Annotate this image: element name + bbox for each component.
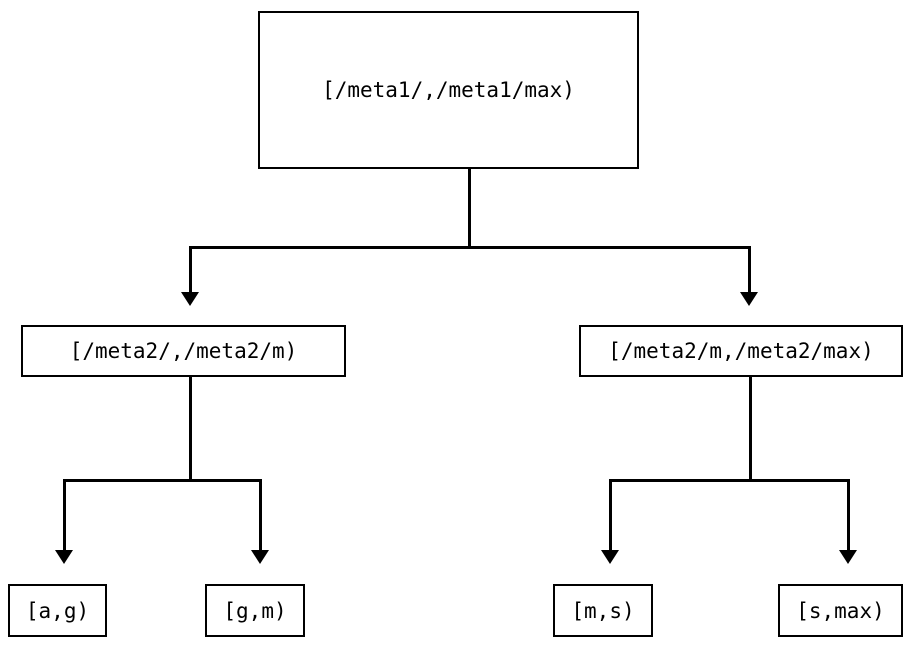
edge-root-to-mid-left-drop xyxy=(189,246,192,294)
edge-mid-left-bus xyxy=(63,479,261,482)
arrowhead-mid-right-to-ms xyxy=(601,550,619,564)
node-meta2-upper-label: [/meta2/m,/meta2/max) xyxy=(608,339,874,363)
arrowhead-mid-left-to-ag xyxy=(55,550,73,564)
node-leaf-m-s-label: [m,s) xyxy=(571,598,635,623)
node-meta2-lower[interactable]: [/meta2/,/meta2/m) xyxy=(21,325,346,377)
node-leaf-s-max-label: [s,max) xyxy=(796,598,885,623)
edge-mid-left-to-gm-drop xyxy=(259,479,262,552)
edge-mid-left-to-ag-drop xyxy=(63,479,66,552)
node-leaf-g-m[interactable]: [g,m) xyxy=(205,584,305,637)
arrowhead-root-to-mid-left xyxy=(181,292,199,306)
node-meta2-lower-label: [/meta2/,/meta2/m) xyxy=(69,339,298,363)
node-meta2-upper[interactable]: [/meta2/m,/meta2/max) xyxy=(579,325,903,377)
edge-mid-right-to-smax-drop xyxy=(847,479,850,552)
node-leaf-s-max[interactable]: [s,max) xyxy=(778,584,903,637)
node-leaf-a-g-label: [a,g) xyxy=(25,598,90,623)
arrowhead-mid-left-to-gm xyxy=(251,550,269,564)
edge-mid-right-bus xyxy=(609,479,850,482)
edge-root-bus xyxy=(189,246,751,249)
node-leaf-m-s[interactable]: [m,s) xyxy=(553,584,653,637)
node-leaf-g-m-label: [g,m) xyxy=(223,598,287,623)
arrowhead-root-to-mid-right xyxy=(740,292,758,306)
node-root[interactable]: [/meta1/,/meta1/max) xyxy=(258,11,639,169)
node-leaf-a-g[interactable]: [a,g) xyxy=(8,584,107,637)
edge-root-stem xyxy=(468,169,471,248)
edge-mid-right-to-ms-drop xyxy=(609,479,612,552)
node-root-label: [/meta1/,/meta1/max) xyxy=(322,78,575,102)
edge-mid-left-stem xyxy=(189,377,192,481)
edge-mid-right-stem xyxy=(749,377,752,481)
edge-root-to-mid-right-drop xyxy=(748,246,751,294)
arrowhead-mid-right-to-smax xyxy=(839,550,857,564)
